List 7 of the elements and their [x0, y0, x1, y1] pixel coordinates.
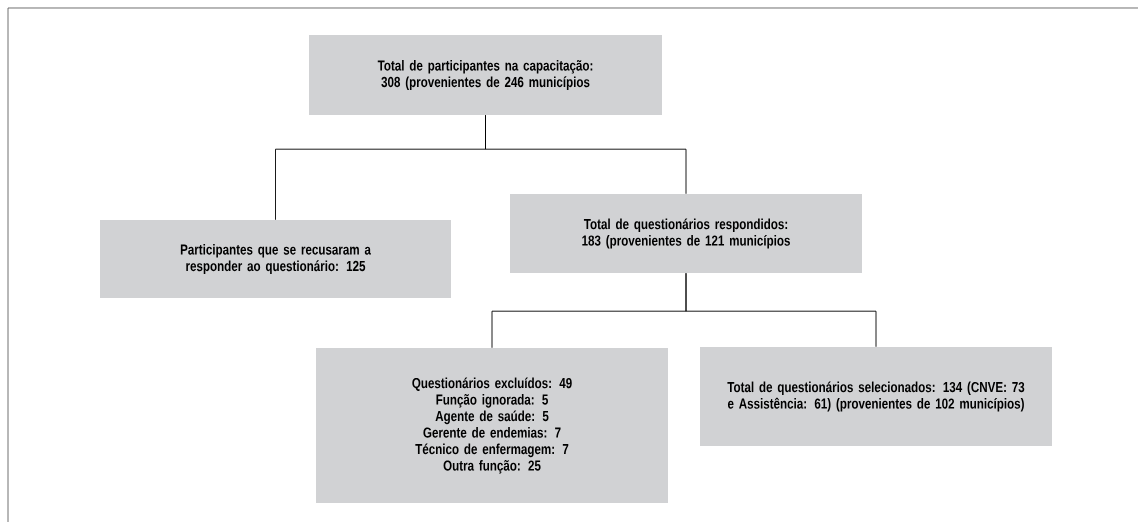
process-box: Total de questionários respondidos: 183 (provenientes de 121 municípios	[510, 194, 862, 273]
process-box: Participantes que se recusaram a responder ao questionário: 125	[100, 220, 451, 298]
process-box: Total de questionários selecionados: 134 (CNVE: 73 e Assistência: 61) (provenientes de 102 municípios)	[700, 347, 1052, 446]
process-box: Questionários excluídos: 49 Função ignorada: 5 Agente de saúde: 5 Gerente de endemias: 7 Técnico de enfermagem: 7 Outra função: 25	[316, 348, 668, 503]
connector-line	[685, 272, 877, 348]
connector-line	[485, 114, 687, 195]
process-box: Total de participantes na capacitação: 308 (provenientes de 246 municípios	[309, 35, 662, 115]
